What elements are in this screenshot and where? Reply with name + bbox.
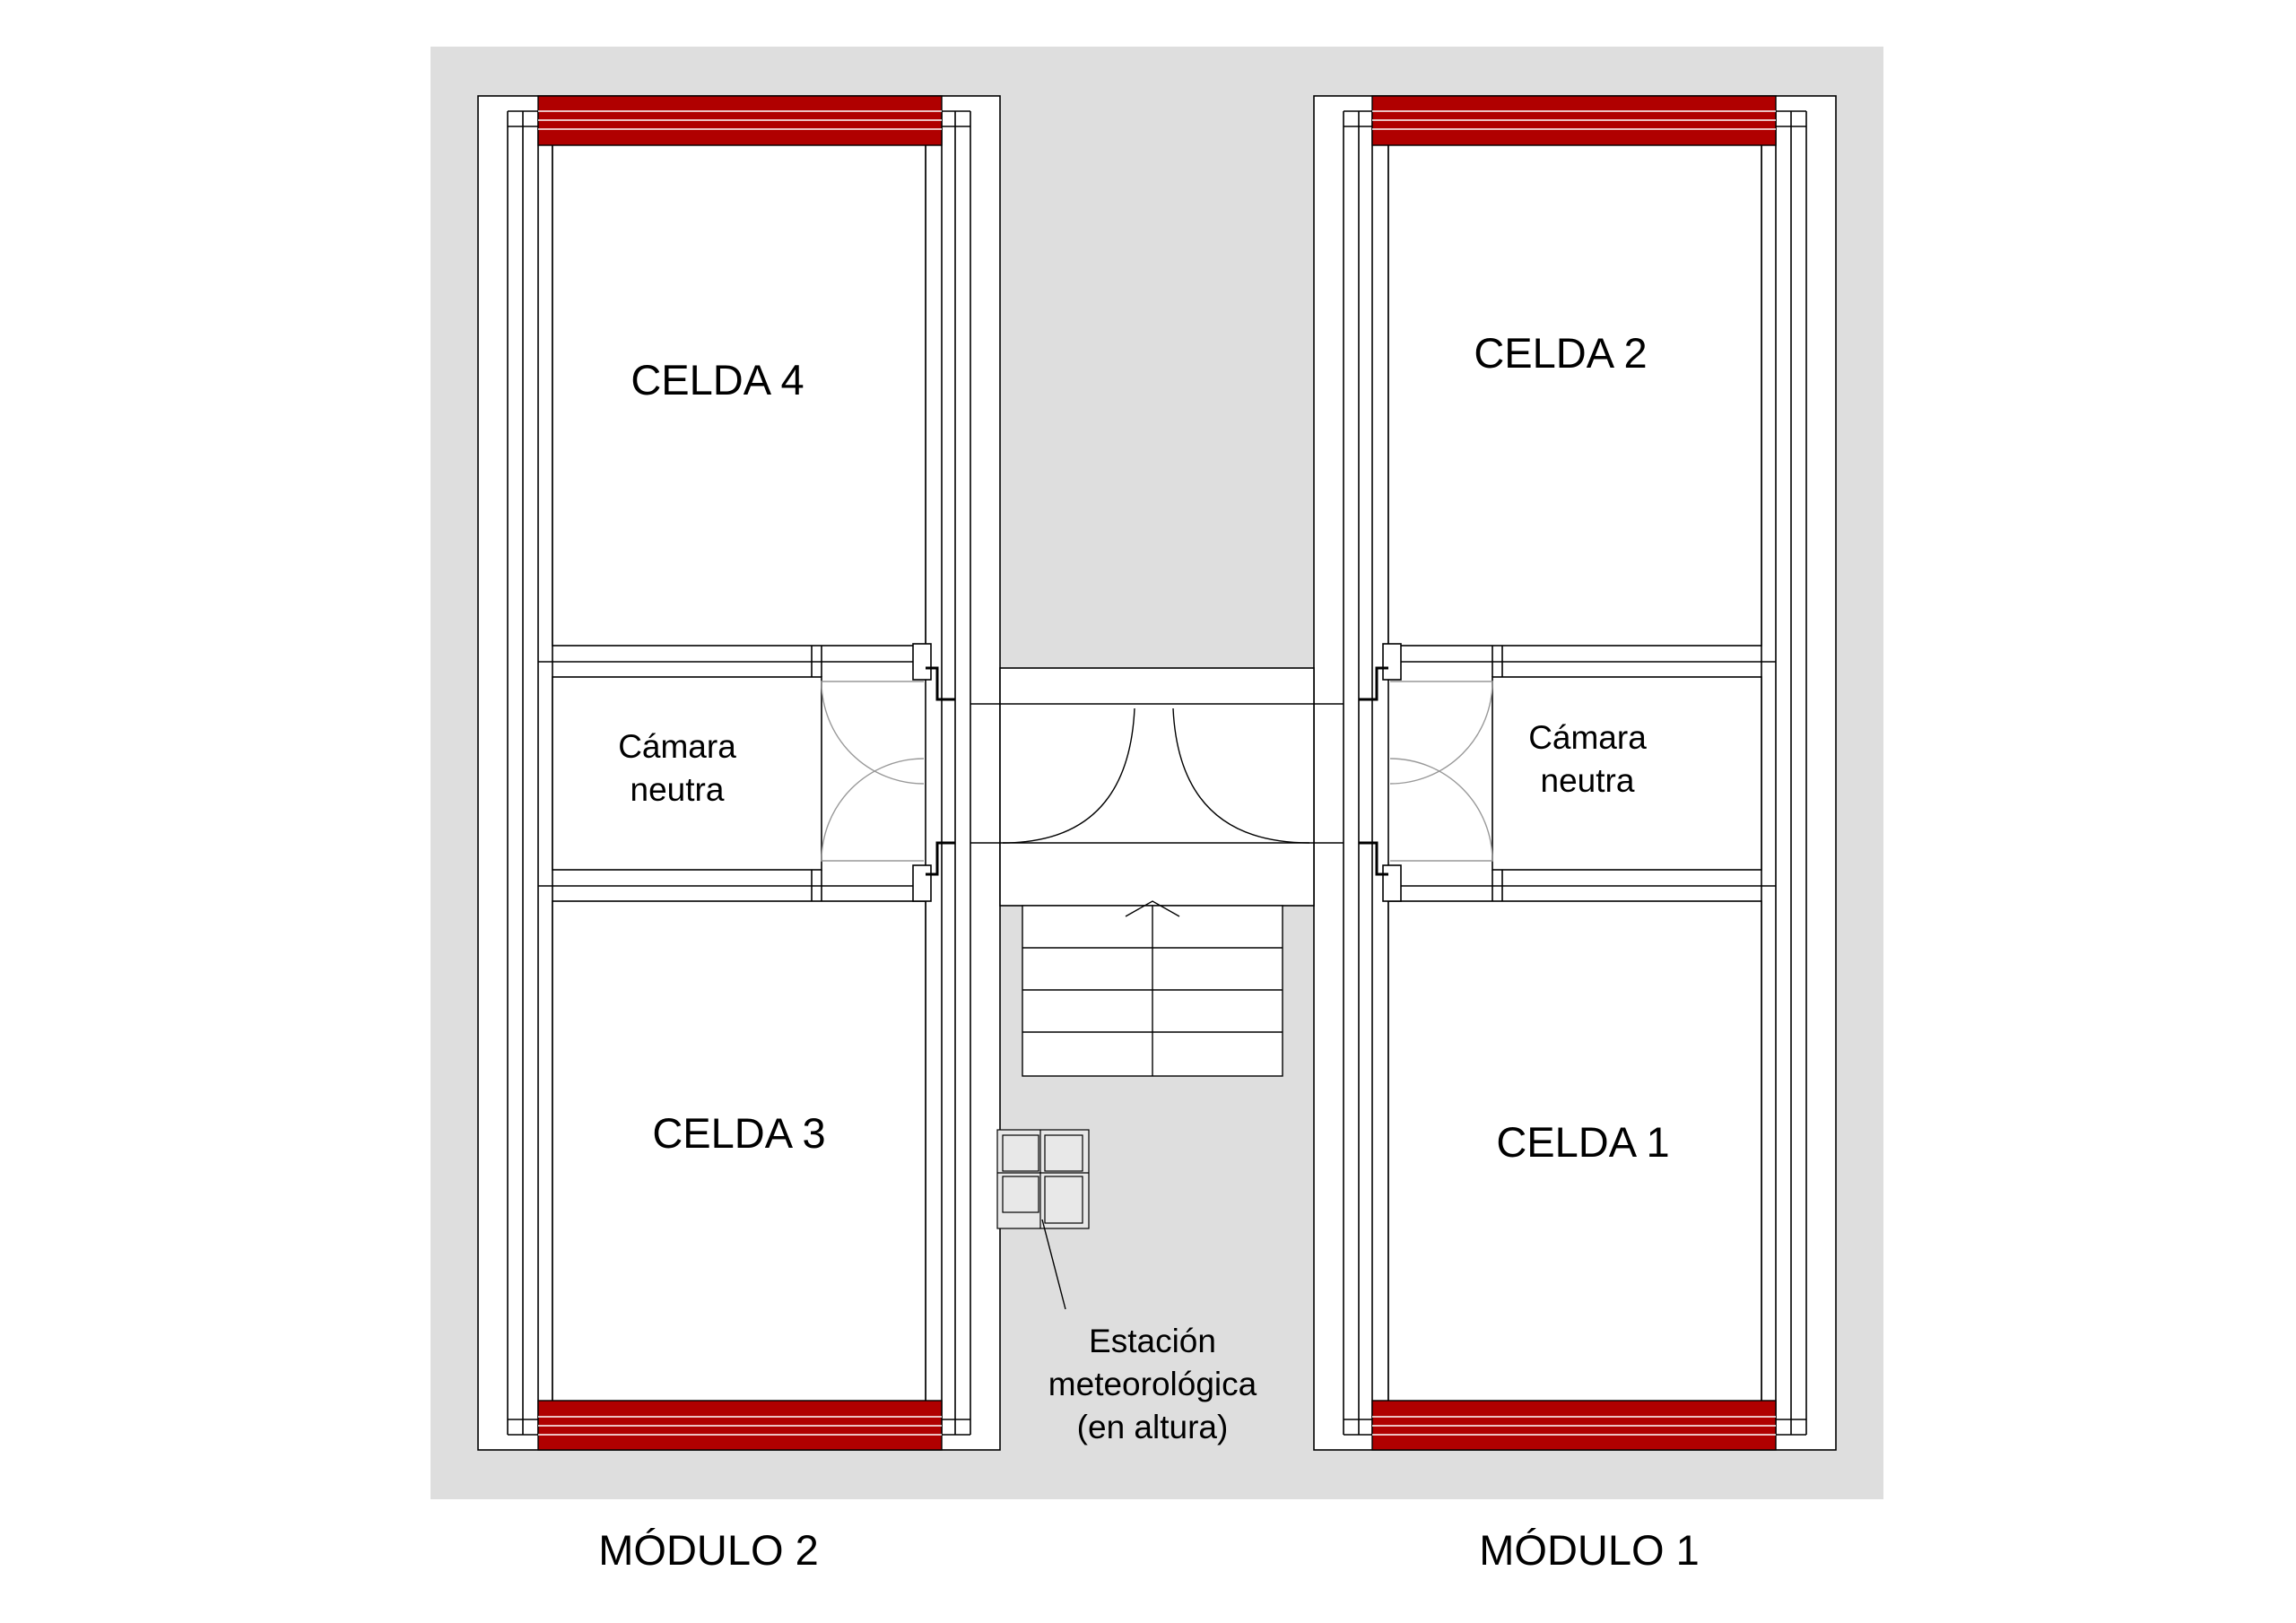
room-camara-neutra-1 bbox=[1492, 676, 1762, 871]
label-weather-station-line2: meteorológica bbox=[1048, 1366, 1257, 1402]
room-camara-neutra-2 bbox=[552, 676, 822, 871]
module-1-windows bbox=[1371, 95, 1777, 1451]
room-celda-2 bbox=[1387, 143, 1762, 647]
module-2-door-arcs bbox=[821, 681, 925, 862]
stairs bbox=[1022, 900, 1283, 1077]
label-modulo-2: MÓDULO 2 bbox=[598, 1526, 819, 1574]
module-2-windows bbox=[537, 95, 943, 1451]
module-1 bbox=[1313, 95, 1837, 1451]
label-weather-station-line3: (en altura) bbox=[1077, 1409, 1229, 1445]
weather-station-symbol bbox=[996, 1129, 1090, 1310]
label-camara-2-line2: neutra bbox=[631, 771, 725, 808]
label-camara-1-line1: Cámara bbox=[1528, 719, 1647, 756]
module-2 bbox=[477, 95, 1001, 1451]
label-celda-1: CELDA 1 bbox=[1496, 1118, 1669, 1166]
room-celda-4 bbox=[552, 143, 926, 647]
label-modulo-1: MÓDULO 1 bbox=[1479, 1526, 1700, 1574]
corridor-door-arcs bbox=[1002, 707, 1310, 844]
label-weather-station-line1: Estación bbox=[1089, 1323, 1216, 1359]
label-camara-2-line1: Cámara bbox=[618, 728, 736, 765]
label-celda-3: CELDA 3 bbox=[652, 1109, 825, 1157]
module-1-door-arcs bbox=[1389, 681, 1493, 862]
label-celda-4: CELDA 4 bbox=[631, 356, 804, 404]
label-celda-2: CELDA 2 bbox=[1474, 329, 1647, 377]
room-celda-3 bbox=[552, 900, 926, 1404]
room-celda-1 bbox=[1387, 900, 1762, 1404]
central-corridor bbox=[970, 667, 1344, 907]
label-camara-1-line2: neutra bbox=[1541, 762, 1635, 799]
